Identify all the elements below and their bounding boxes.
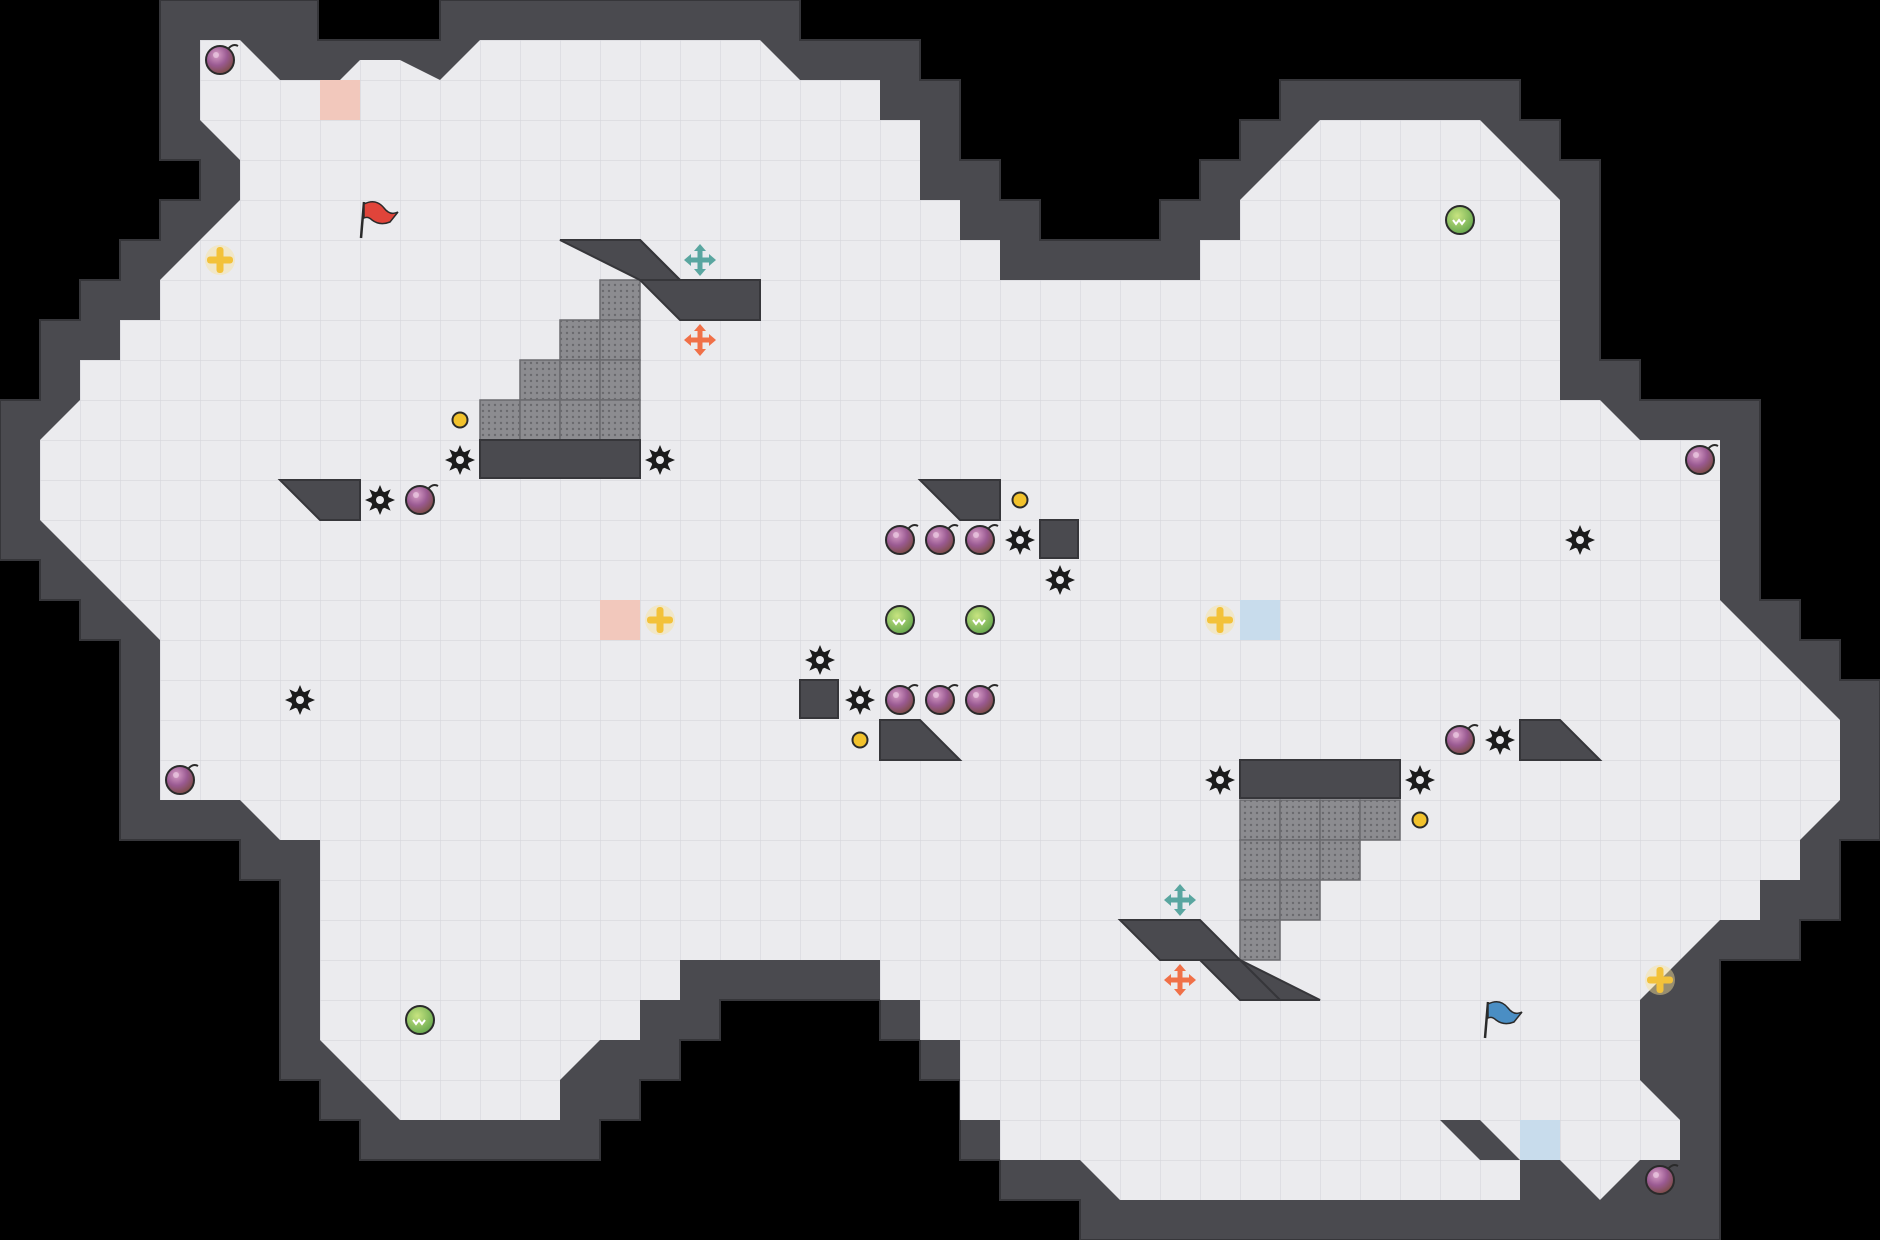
blue-flag-icon[interactable] <box>1483 1001 1523 1039</box>
spike-mine-icon <box>445 445 475 475</box>
spike-mine-icon <box>365 485 395 515</box>
red-base-tile <box>600 600 640 640</box>
boost-plus-icon <box>205 245 235 275</box>
boost-plus-icon <box>1645 965 1675 995</box>
red-flag-icon[interactable] <box>359 201 399 239</box>
shield-orb-icon <box>1445 205 1475 235</box>
spike-mine-icon <box>1045 565 1075 595</box>
boost-plus-icon <box>1205 605 1235 635</box>
spike-mine-icon <box>805 645 835 675</box>
spike-mine-icon <box>1405 765 1435 795</box>
mesh-blocks <box>479 279 1401 961</box>
blue-base-tile <box>1240 600 1280 640</box>
boost-plus-icon <box>645 605 675 635</box>
blue-base-tile <box>1520 1120 1560 1160</box>
spike-mine-icon <box>285 685 315 715</box>
spike-mine-icon <box>1485 725 1515 755</box>
coin-icon <box>451 411 469 429</box>
red-base-tile <box>320 80 360 120</box>
shield-orb-icon <box>885 605 915 635</box>
coin-icon <box>851 731 869 749</box>
spike-mine-icon <box>1005 525 1035 555</box>
coin-icon <box>1011 491 1029 509</box>
inner-walls <box>277 239 1603 1001</box>
spike-mine-icon <box>645 445 675 475</box>
shield-orb-icon <box>965 605 995 635</box>
spike-mine-icon <box>1205 765 1235 795</box>
spike-mine-icon <box>845 685 875 715</box>
coin-icon <box>1411 811 1429 829</box>
shield-orb-icon <box>405 1005 435 1035</box>
spike-mine-icon <box>1565 525 1595 555</box>
